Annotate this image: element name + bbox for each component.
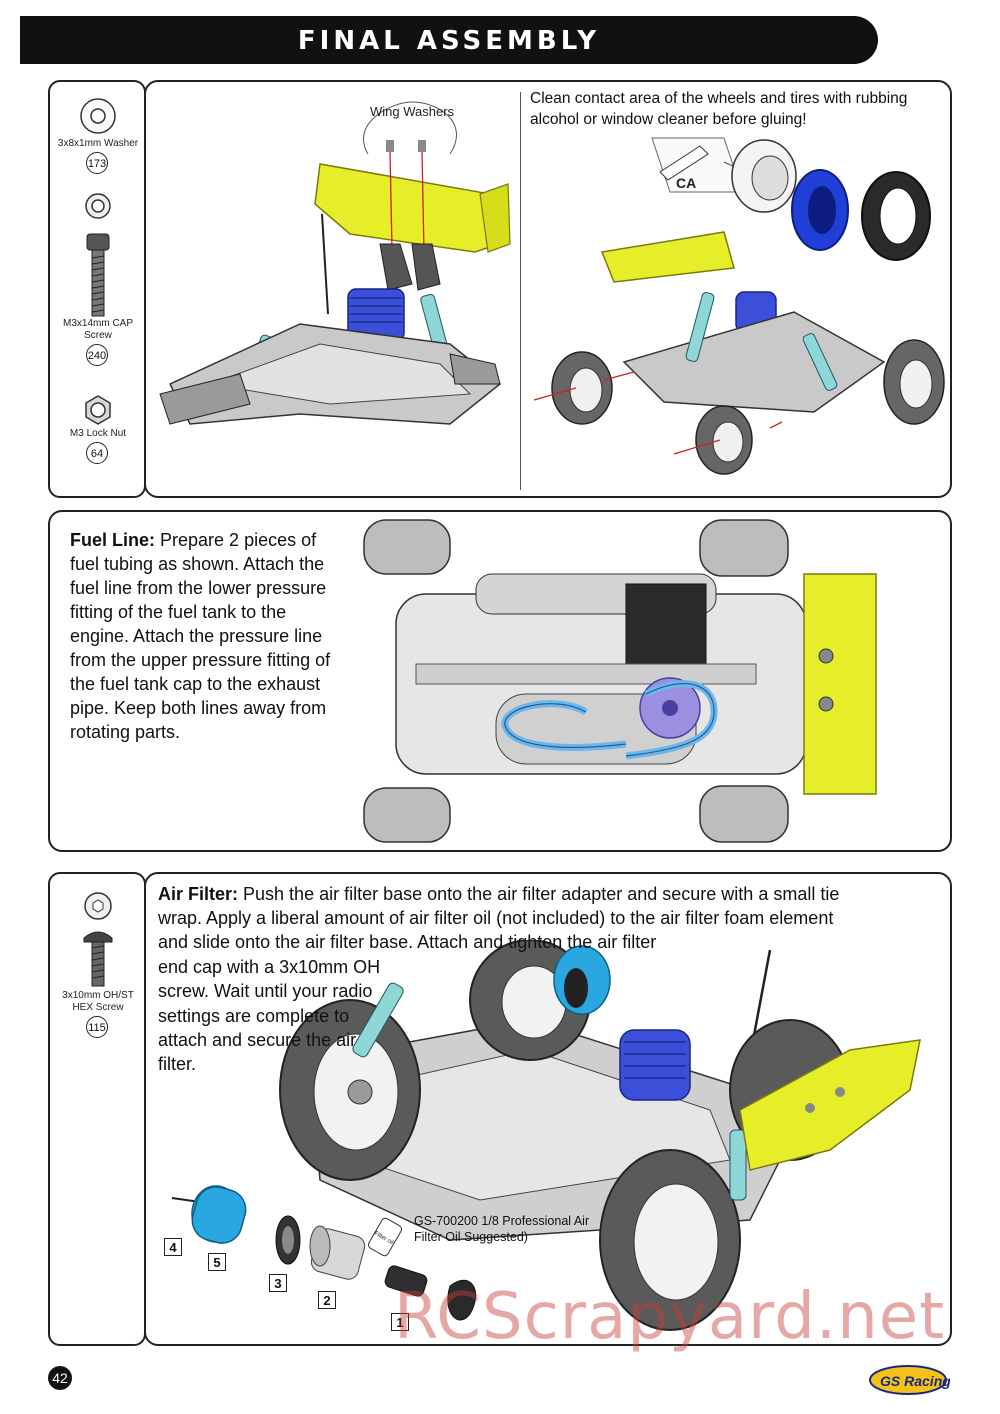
wheel-tire-illustration: CA: [533, 137, 945, 475]
page-number: 42: [48, 1366, 72, 1390]
part-label: 3x10mm OH/ST HEX Screw: [62, 990, 134, 1013]
fuel-line-illustration: [363, 519, 877, 843]
step-label: 2: [318, 1291, 336, 1309]
logo-text: GS Racing: [880, 1373, 950, 1389]
part-label: 3x8x1mm Washer: [57, 138, 139, 149]
filter-foam-part: [191, 1185, 247, 1244]
panel-divider: [520, 92, 521, 490]
part-number: 64: [86, 442, 108, 464]
air-filter-heading: Air Filter:: [158, 884, 239, 904]
air-filter-body-line3: and slide onto the air filter base. Atta…: [158, 932, 657, 952]
parts-list-1: 3x8x1mm Washer 173 M3x14mm CAP Screw 240…: [48, 80, 146, 498]
oil-note: GS-700200 1/8 Professional Air Filter Oi…: [414, 1214, 590, 1244]
fuel-line-heading: Fuel Line:: [70, 530, 155, 550]
watermark: RCScrapyard.net: [394, 1280, 946, 1354]
air-filter-body-line1: Push the air filter base onto the air fi…: [243, 884, 840, 904]
lock-nut-icon: [85, 395, 111, 425]
tires-note: Clean contact area of the wheels and tir…: [530, 90, 908, 128]
air-filter-illustration: Filter oil: [171, 940, 921, 1331]
wing-washers-label: Wing Washers: [370, 104, 455, 119]
part-number: 240: [86, 344, 108, 366]
part-number: 173: [86, 152, 108, 174]
part-number: 115: [86, 1016, 108, 1038]
air-filter-instructions: Air Filter: Push the air filter base ont…: [158, 882, 944, 954]
step-label: 5: [208, 1253, 226, 1271]
page-header: FINAL ASSEMBLY: [20, 16, 878, 64]
fuel-line-body: Prepare 2 pieces of fuel tubing as shown…: [70, 530, 331, 742]
fuel-line-instructions: Fuel Line: Prepare 2 pieces of fuel tubi…: [70, 528, 346, 744]
ca-label: CA: [676, 175, 696, 191]
cap-screw-icon: [86, 233, 110, 317]
step-label: 1: [391, 1313, 409, 1331]
gs-racing-logo: GS Racing: [869, 1365, 950, 1395]
washer-icon: [80, 98, 116, 134]
step-label: 3: [269, 1274, 287, 1292]
filter-base-part: [309, 1225, 366, 1280]
air-filter-body-line2: wrap. Apply a liberal amount of air filt…: [158, 908, 834, 928]
part-label: M3x14mm CAP Screw: [62, 318, 133, 341]
hex-screw-icon: [83, 931, 113, 987]
part-label: M3 Lock Nut: [69, 428, 127, 439]
page-title: FINAL ASSEMBLY: [297, 26, 601, 56]
parts-list-3: 3x10mm OH/ST HEX Screw 115: [48, 872, 146, 1346]
air-filter-body-rest: end cap with a 3x10mm OH screw. Wait unt…: [158, 957, 381, 1075]
step-label: 4: [164, 1238, 182, 1256]
hex-screw-head-icon: [84, 892, 112, 920]
small-washer-icon: [85, 193, 111, 219]
wing-mount-illustration: Wing Washers: [159, 101, 511, 425]
wing-and-tires-panel: [144, 80, 952, 498]
